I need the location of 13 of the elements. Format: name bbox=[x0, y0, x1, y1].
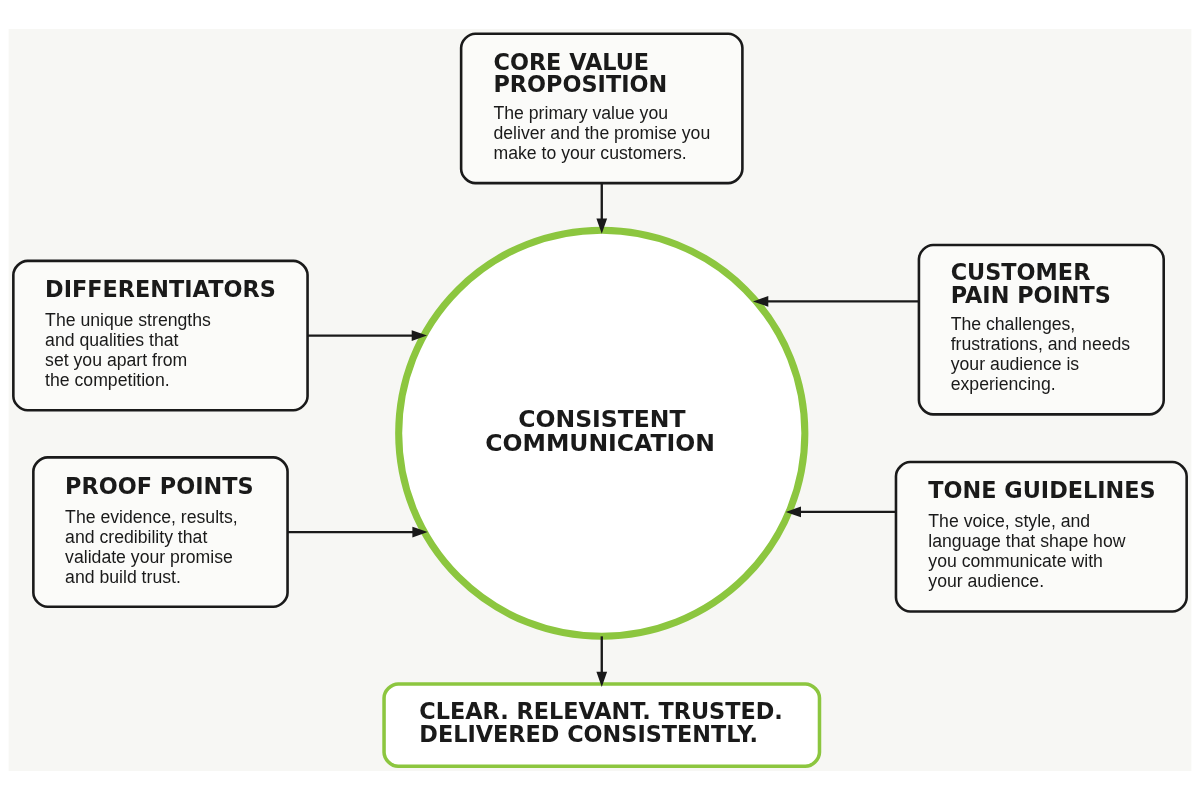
node-box: CUSTOMER PAIN POINTS The challenges, frustrations, and needs your audience is experiencing. bbox=[917, 243, 1165, 416]
arrow bbox=[287, 526, 428, 538]
arrow bbox=[752, 296, 919, 307]
arrow bbox=[307, 330, 427, 341]
node-box: PROOF POINTS The evidence, results, and credibility that validate your promise and build trust. bbox=[32, 456, 289, 609]
arrow bbox=[785, 506, 896, 518]
node-box: DIFFERENTIATORS The unique strengths and qualities that set you apart from the competition. bbox=[12, 259, 309, 412]
node-circle: CONSISTENT COMMUNICATION bbox=[395, 226, 809, 640]
node-box: TONE GUIDELINES The voice, style, and language that shape how you communicate with your audience. bbox=[894, 460, 1188, 613]
node-box: CORE VALUE PROPOSITION The primary value you deliver and the promise you make to your customers. bbox=[459, 32, 744, 185]
node-box: CLEAR. RELEVANT. TRUSTED. DELIVERED CONSISTENTLY. bbox=[382, 682, 822, 769]
arrow bbox=[596, 183, 608, 234]
arrow bbox=[596, 636, 608, 688]
